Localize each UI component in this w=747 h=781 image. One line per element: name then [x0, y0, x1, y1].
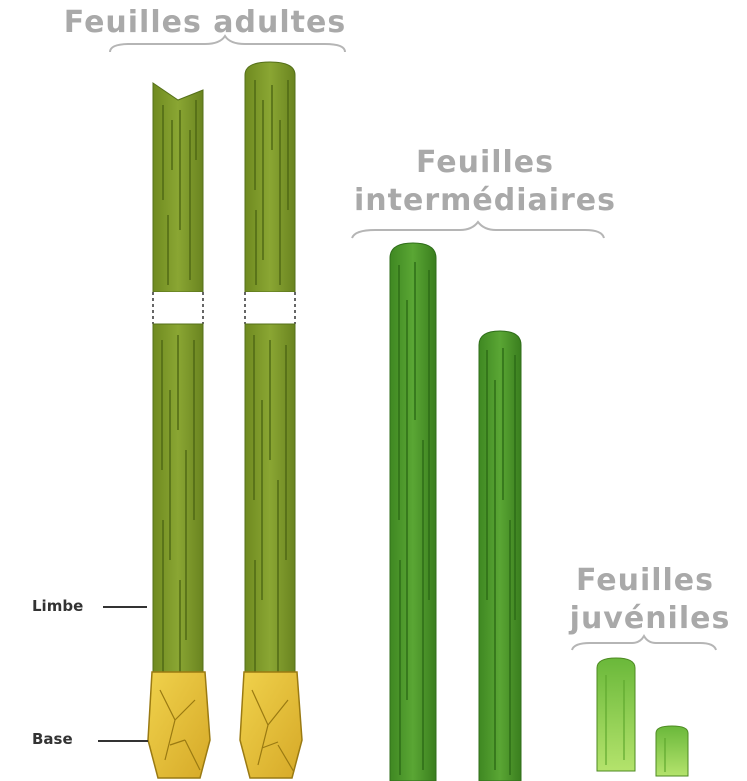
adult-leaves-heading: Feuilles adultes: [40, 2, 370, 44]
juvenile-leaves-heading-line2: juvéniles: [555, 598, 745, 640]
juvenile-leaf-1: [597, 658, 635, 771]
juvenile-leaf-2: [656, 726, 688, 776]
adult-leaf-2: [240, 62, 302, 778]
intermediate-leaves-heading-line1: Feuilles: [330, 142, 640, 184]
adult-leaf-1: [148, 83, 210, 778]
intermediate-leaf-1: [390, 243, 436, 781]
intermediate-leaf-2: [479, 331, 521, 781]
intermediate-brace: [352, 222, 604, 238]
base-label: Base: [32, 730, 73, 748]
juvenile-leaves-heading-line1: Feuilles: [555, 560, 735, 602]
limbe-label: Limbe: [32, 597, 83, 615]
intermediate-leaves-heading-line2: intermédiaires: [330, 180, 640, 222]
